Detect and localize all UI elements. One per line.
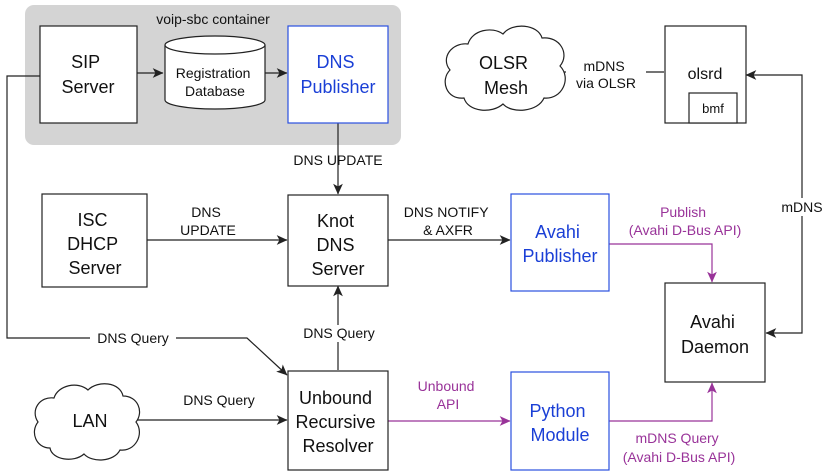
avahi-daemon-node: Avahi Daemon [664,282,766,383]
svg-text:Unbound Recursive: Unbound Recursive Resolver [295,388,380,456]
avahi-daemon-line-1: Avahi [690,312,735,332]
isc-dhcp-server-node: ISC DHCP Server [41,193,148,288]
bmf-box [688,92,738,124]
lan-label: LAN [72,411,107,431]
olsrd-label: olsrd [688,66,723,83]
mdns-olsr-label-bg [566,58,646,92]
avahipub-line-1: Avahi [535,222,580,242]
edge-label-dns-query-up: DNS Query [303,325,375,341]
knot-line-2: DNS [316,235,354,255]
knot-dns-server-node: Knot DNS Server [287,194,389,287]
isc-line-3: Server [68,258,121,278]
dnspub-line-1: DNS [316,52,354,72]
svg-text:mDNS Query (Avahi D-Bus AP: mDNS Query (Avahi D-Bus API) [623,430,736,465]
edge-label-publish-1: Publish [660,204,706,220]
container-label: voip-sbc container [156,11,270,27]
dns-query-up-label-bg [296,325,382,342]
svg-text:OLSR Mesh: OLSR Mesh [479,53,533,98]
edge-label-mdns-olsr-2: via OLSR [576,75,636,91]
edge-avahipub-to-daemon [609,243,717,283]
sip-server-line-2: Server [61,77,114,97]
edge-label-unbound-api-2: API [437,396,460,412]
edge-label-mdns-query-1: mDNS Query [635,430,718,446]
olsr-mesh-line-1: OLSR [479,53,528,73]
dns-query-left-label-bg [90,330,176,347]
svg-text:Avahi Daemon: Avahi Daemon [681,312,749,357]
svg-text:DNS Publisher: DNS Publisher [300,52,375,97]
edge-label-mdns-right: mDNS [781,199,822,215]
svg-text:Unbound API: Unbound API [418,378,479,412]
dns-publisher-node: DNS Publisher [287,25,389,124]
lan-cloud: LAN [33,383,141,461]
regdb-line-2: Database [185,83,245,99]
unbound-line-1: Unbound [299,388,372,408]
edge-label-notify-1: DNS NOTIFY [404,204,489,220]
svg-text:Avahi Publisher: Avahi Publisher [522,222,597,266]
svg-text:DNS NOTIFY & AXFR: DNS NOTIFY & AXFR [404,204,492,238]
edge-label-isc-update-1: DNS [191,204,221,220]
svg-text:DNS UPDATE: DNS UPDATE [180,204,236,238]
regdb-line-1: Registration [176,65,251,81]
svg-text:Registration Database: Registration Database [176,65,255,99]
olsr-mesh-cloud: OLSR Mesh [444,25,566,111]
isc-line-1: ISC [77,210,107,230]
edge-label-dns-query-left: DNS Query [97,330,169,346]
knot-line-1: Knot [317,211,354,231]
sip-server-line-1: SIP [71,52,100,72]
avahi-publisher-node: Avahi Publisher [510,193,610,292]
edge-python-to-daemon [609,382,717,422]
edge-label-isc-update-2: UPDATE [180,222,236,238]
edge-label-publish-2: (Avahi D-Bus API) [629,222,742,238]
dnspub-line-2: Publisher [300,77,375,97]
olsr-mesh-line-2: Mesh [484,78,528,98]
svg-text:mDNS via OLSR: mDNS via OLSR [576,58,636,91]
edge-label-unbound-api-1: Unbound [418,378,475,394]
olsrd-node: olsrd bmf [664,25,747,124]
edge-label-notify-2: & AXFR [423,222,473,238]
unbound-line-3: Resolver [302,436,373,456]
svg-text:SIP Server: SIP Server [61,52,114,97]
edge-label-dns-query-lan: DNS Query [183,392,255,408]
edge-label-mdns-query-2: (Avahi D-Bus API) [623,449,736,465]
python-line-2: Module [530,425,589,445]
unbound-line-2: Recursive [295,412,375,432]
edge-sip-to-unbound [6,75,288,376]
isc-line-2: DHCP [67,234,118,254]
python-line-1: Python [529,401,585,421]
avahi-daemon-line-2: Daemon [681,337,749,357]
unbound-resolver-node: Unbound Recursive Resolver [287,370,389,471]
svg-text:Publish (Avahi D-Bus API): Publish (Avahi D-Bus API) [629,204,742,238]
registration-database-node: Registration Database [164,35,266,110]
edge-label-mdns-olsr-1: mDNS [583,58,624,74]
knot-line-3: Server [311,259,364,279]
avahipub-line-2: Publisher [522,246,597,266]
svg-text:Python Module: Python Module [529,401,590,445]
python-module-node: Python Module [510,371,610,471]
mdns-right-label-bg [776,198,828,216]
svg-text:ISC DHCP Server: ISC DHCP Server [67,210,123,278]
bmf-label: bmf [702,101,724,116]
svg-text:Knot DNS Server: Knot DNS Server [311,211,364,279]
sip-server-node: SIP Server [39,25,138,124]
edge-label-dns-update: DNS UPDATE [293,152,382,168]
